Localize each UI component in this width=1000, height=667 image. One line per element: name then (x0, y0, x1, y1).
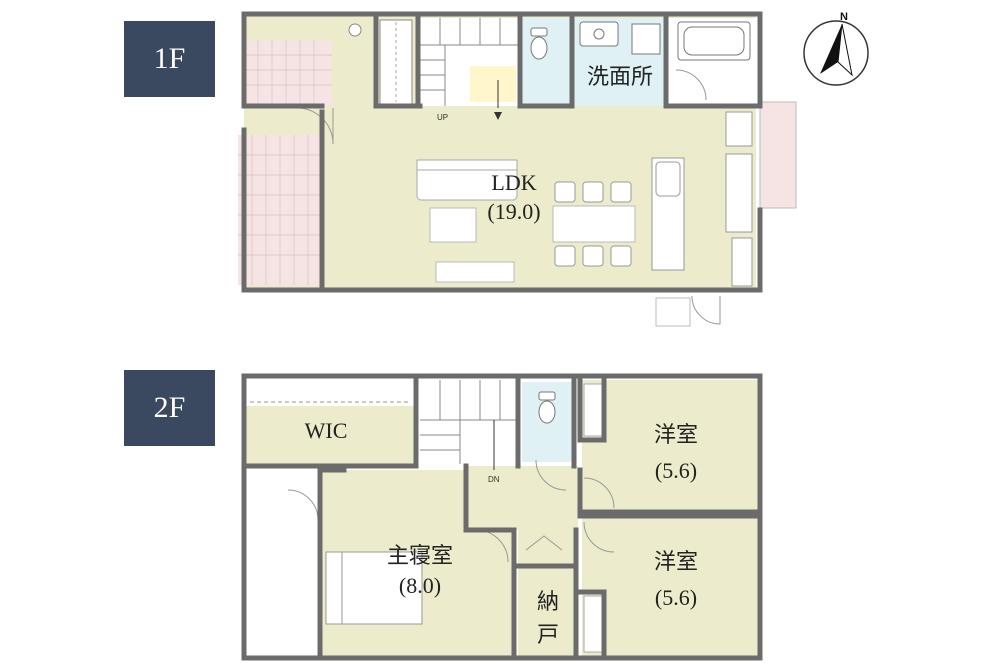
north-label: N (840, 11, 848, 23)
bath-door (675, 69, 707, 101)
washbasin (579, 21, 619, 47)
western1-label: 洋室 (654, 422, 698, 447)
closet-floor (518, 530, 576, 656)
stair-down-label: DN (488, 475, 500, 484)
stair-1f (420, 18, 518, 120)
floor-badge-2f: 2F (124, 370, 215, 446)
toilet-fixture-2f (538, 391, 556, 424)
wic-floor (244, 406, 414, 466)
tile-grid (238, 40, 332, 285)
ldk-label: LDK (491, 170, 536, 195)
closet-label-line1: 納 (537, 589, 559, 614)
bathtub (677, 21, 751, 61)
second-floor-plan: DN (241, 373, 763, 661)
stair-up-label: UP (437, 113, 448, 122)
wic-label: WIC (305, 418, 348, 443)
western2-label: 洋室 (654, 549, 698, 574)
toilet-fixture-1f (530, 27, 548, 60)
entrance-tile (244, 40, 332, 106)
back-step (655, 297, 691, 327)
kitchen-counter (651, 157, 685, 271)
closets-2f (583, 383, 605, 653)
washer (631, 23, 661, 55)
washroom-label: 洗面所 (587, 64, 653, 89)
master-label: 主寝室 (387, 543, 453, 568)
north-arrow-icon (820, 24, 842, 74)
balcony (244, 470, 320, 656)
walls-2f (241, 373, 763, 661)
walls-1f (241, 11, 763, 293)
western2-area: (5.6) (655, 585, 697, 610)
compass: N (803, 11, 869, 86)
closet-1f (379, 19, 413, 105)
exterior-unit (759, 101, 797, 209)
back-door (691, 295, 721, 325)
first-floor-plan: UP (238, 11, 797, 327)
western1-area: (5.6) (655, 458, 697, 483)
hall-floor (466, 466, 578, 530)
coffee-table (429, 207, 477, 243)
ldk-area: (19.0) (487, 199, 540, 224)
closet-label-line2: 戸 (537, 622, 559, 647)
sofa (416, 159, 518, 201)
wic-upper (244, 378, 414, 406)
stair-2f (420, 380, 518, 470)
entrance-fixture (348, 23, 362, 37)
tv-board (435, 261, 515, 283)
western1-floor (582, 380, 760, 512)
master-area: (8.0) (399, 573, 441, 598)
dining-set (552, 181, 636, 267)
bed (325, 551, 423, 625)
western2-floor (582, 516, 760, 656)
stair-storage (470, 66, 516, 102)
floor-badge-1f: 1F (124, 21, 215, 97)
kitchen-backside (725, 111, 753, 287)
